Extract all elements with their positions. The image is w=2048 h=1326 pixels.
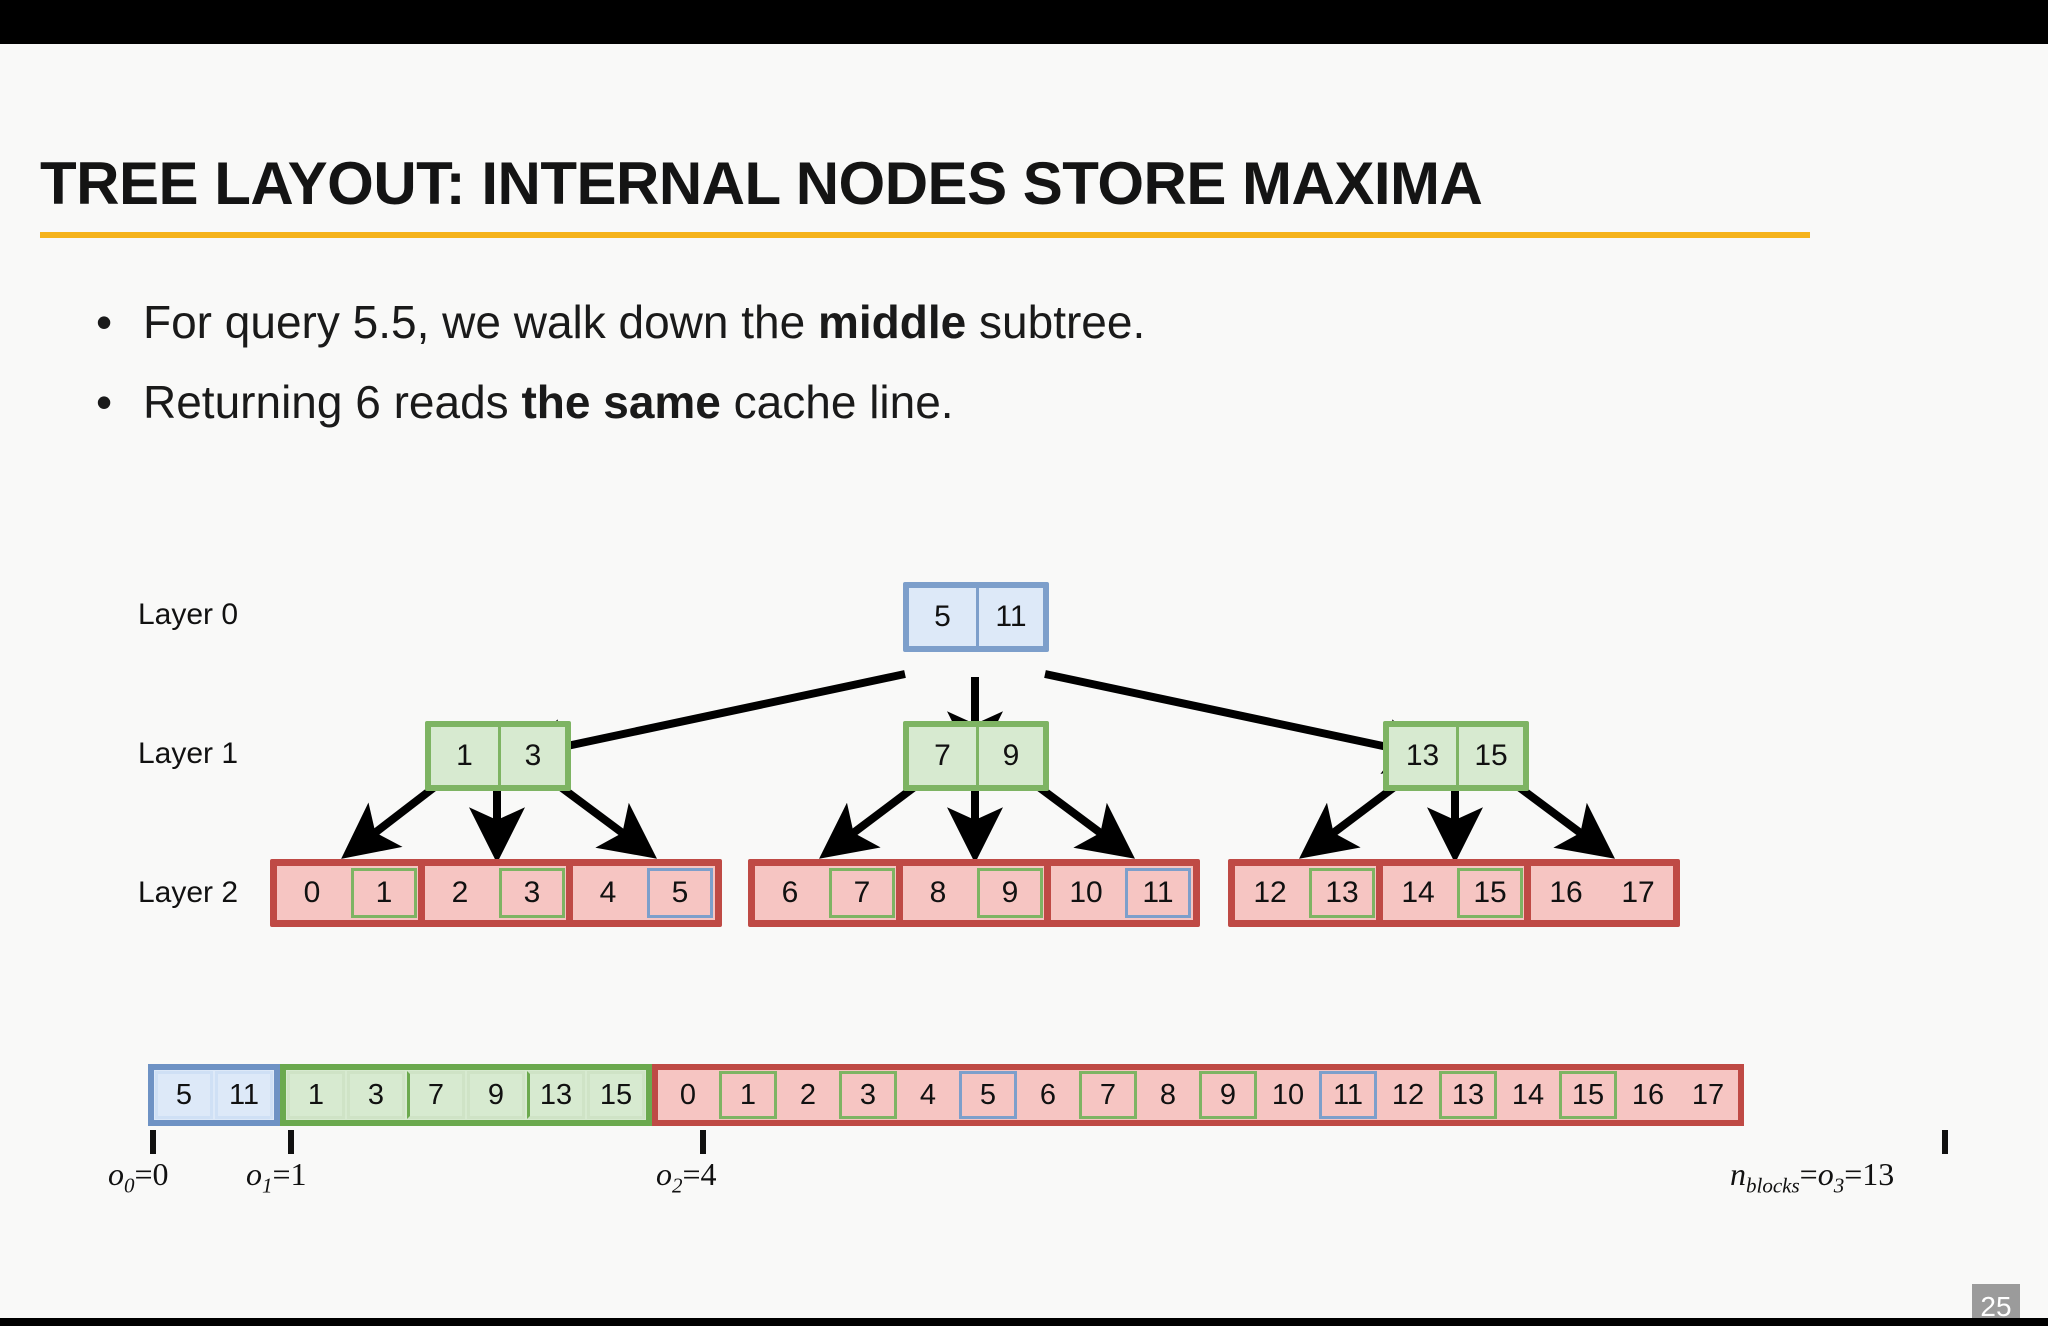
offset-label: nblocks=o3=13 [1730,1156,1895,1198]
title-underline-rule [40,232,1810,238]
flat-array-cell: 1 [287,1071,345,1119]
leaf-cell: 13 [1309,868,1375,918]
leaf-cell: 0 [303,876,321,909]
node-cell: 1 [456,739,473,772]
offset-tick [700,1130,706,1154]
flat-array-cell: 15 [1559,1071,1617,1119]
flat-array-cell: 14 [1499,1071,1557,1119]
page-title: TREE LAYOUT: INTERNAL NODES STORE MAXIMA [40,150,1483,217]
bullet-text-bold: the same [521,376,721,428]
node-cell: 5 [934,600,951,633]
leaf-cell: 2 [451,876,469,909]
bullet-text-pre: Returning 6 reads [143,376,522,428]
leaf-cell: 10 [1069,876,1103,909]
bullet-text-post: subtree. [966,296,1146,348]
flat-array-cell: 11 [215,1071,273,1119]
leaf-cell: 3 [499,868,565,918]
tree-node-layer1-left[interactable]: 1 3 [425,721,571,791]
tree-node-layer1-right[interactable]: 13 15 [1383,721,1529,791]
flat-array-cell: 7 [1079,1071,1137,1119]
offset-label: o1=1 [246,1156,307,1198]
bullet-list: •For query 5.5, we walk down the middle … [88,282,1588,442]
leaf-cell: 12 [1253,876,1287,909]
node-cell: 11 [976,588,1043,646]
flat-array-cell: 12 [1379,1071,1437,1119]
tree-layout-diagram: Layer 0 Layer 1 Layer 2 5 11 1 3 7 9 13 … [0,514,2048,1214]
layer-label-1: Layer 1 [138,737,239,770]
leaf-cell: 14 [1401,876,1435,909]
flat-array-cell: 2 [779,1071,837,1119]
layer2-leaf-block[interactable]: 12 13 [1228,859,1384,927]
flat-array-cell: 3 [347,1071,405,1119]
bullet-marker-icon: • [96,296,113,348]
offset-tick [150,1130,156,1154]
flat-array-cell: 9 [467,1071,525,1119]
flat-array-cell: 15 [587,1071,645,1119]
letterbox-bottom [0,1318,2048,1326]
offset-label: o0=0 [108,1156,169,1198]
bullet-marker-icon: • [96,376,113,428]
node-cell: 3 [498,727,565,785]
layer2-leaf-block[interactable]: 14 15 [1376,859,1532,927]
tree-node-layer1-middle[interactable]: 7 9 [903,721,1049,791]
tree-node-layer0-root[interactable]: 5 11 [903,582,1049,652]
node-cell: 7 [934,739,951,772]
leaf-cell: 6 [781,876,799,909]
leaf-cell: 1 [351,868,417,918]
leaf-cell: 5 [647,868,713,918]
bullet-text-pre: For query 5.5, we walk down the [143,296,818,348]
leaf-cell: 7 [829,868,895,918]
list-item: •For query 5.5, we walk down the middle … [88,282,1588,362]
flat-array-cell: 4 [899,1071,957,1119]
flat-array-cell: 3 [839,1071,897,1119]
leaf-cell: 8 [929,876,947,909]
bullet-text-bold: middle [818,296,967,348]
leaf-cell: 17 [1621,876,1655,909]
flat-array-cell: 17 [1679,1071,1737,1119]
flat-array-cell: 8 [1139,1071,1197,1119]
flat-array-cell: 1 [719,1071,777,1119]
flat-array-cell: 5 [959,1071,1017,1119]
leaf-cell: 15 [1457,868,1523,918]
leaf-cell: 11 [1125,868,1191,918]
node-cell: 9 [976,727,1043,785]
flat-array-cell: 0 [659,1071,717,1119]
slide-canvas: TREE LAYOUT: INTERNAL NODES STORE MAXIMA… [0,44,2048,1326]
flat-array-cell: 10 [1259,1071,1317,1119]
list-item: • Returning 6 reads the same cache line. [88,362,1588,442]
leaf-cell: 9 [977,868,1043,918]
offset-label: o2=4 [656,1156,717,1198]
offset-tick [288,1130,294,1154]
node-cell: 15 [1456,727,1523,785]
flat-array-cell: 6 [1019,1071,1077,1119]
leaf-cell: 4 [599,876,617,909]
flat-array-cell: 5 [155,1071,213,1119]
layer-label-2: Layer 2 [138,876,239,909]
flat-array-cell: 13 [527,1071,585,1119]
offset-tick [1942,1130,1948,1154]
leaf-cell: 16 [1549,876,1583,909]
node-cell: 13 [1405,739,1440,772]
bullet-text-post: cache line. [720,376,954,428]
flat-array-cell: 7 [407,1071,465,1119]
layer2-leaf-block[interactable]: 10 11 [1044,859,1200,927]
letterbox-top [0,0,2048,44]
layer-label-0: Layer 0 [138,598,239,631]
flat-array-cell: 11 [1319,1071,1377,1119]
flat-array-cell: 13 [1439,1071,1497,1119]
flat-array-cell: 9 [1199,1071,1257,1119]
flat-array-cell: 16 [1619,1071,1677,1119]
